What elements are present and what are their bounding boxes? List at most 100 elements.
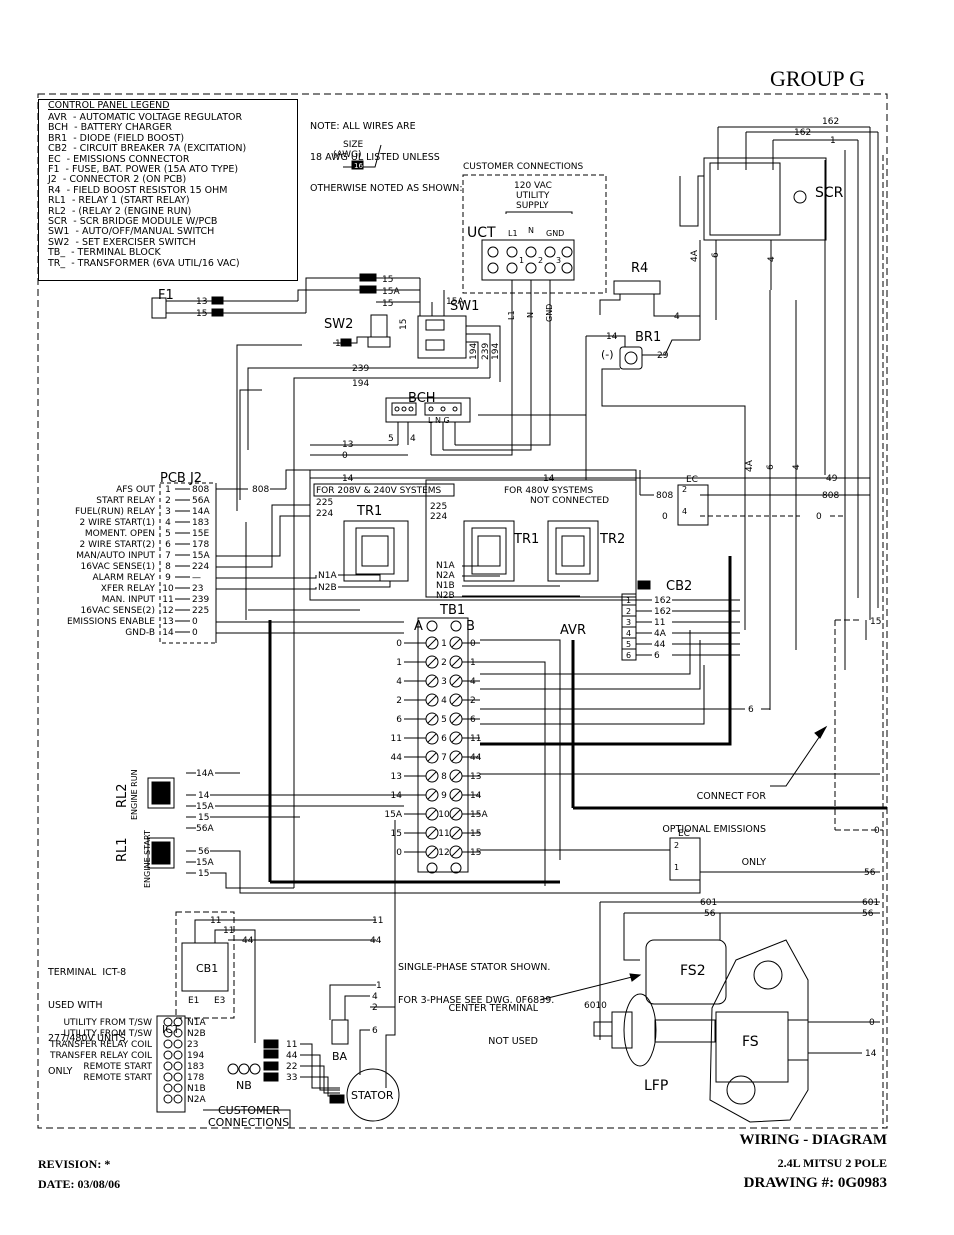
uct-term-num: 3 (556, 256, 561, 265)
wire-label: 44 (242, 936, 254, 946)
wire-label: 601 (700, 898, 717, 908)
tb1-right-wire: 44 (470, 753, 482, 763)
tb1-slot (427, 790, 437, 800)
cb2-pin: 5 (626, 640, 631, 649)
pcb-pin-wire: 224 (192, 562, 209, 572)
legend-title: CONTROL PANEL LEGEND (48, 100, 170, 111)
tb1-row-number: 2 (441, 658, 447, 668)
ict-screw (163, 1094, 173, 1104)
pcb-pin-number: 14 (162, 628, 174, 638)
wire-label: 11 (223, 926, 234, 936)
wire-label: 56A (196, 824, 214, 834)
wire-label: 6 (372, 1026, 378, 1036)
tb1-right-wire: 1 (470, 658, 476, 668)
wire-label: 0 (816, 512, 822, 522)
pcb-pin-number: 12 (162, 606, 173, 616)
tb1-left-wire: 6 (396, 715, 402, 725)
wire-label: 14 (198, 791, 210, 801)
ict-screw (173, 1028, 183, 1038)
pcb-pin-wire: 15A (192, 551, 210, 561)
footer-date: DATE: 03/08/06 (38, 1177, 121, 1191)
pcb-pin-wire: 23 (192, 584, 203, 594)
wire-label: 2 (372, 1003, 378, 1013)
uct-label: UCT (467, 225, 496, 241)
wire-label: 6010 (584, 1001, 607, 1011)
ict-row-wire: N2B (187, 1029, 206, 1039)
wire-label: N2A (436, 571, 455, 581)
supply-line: UTILITY (516, 191, 550, 201)
tb1-left-wire: 44 (391, 753, 403, 763)
ict-row-label: UTILITY FROM T/SW (63, 1018, 152, 1028)
wire-label: 15 (382, 299, 393, 309)
wire-label: 14 (865, 1049, 877, 1059)
fs2-label: FS2 (680, 963, 706, 979)
tb1-left-wire: 14 (391, 791, 403, 801)
size-value: 16 (354, 162, 363, 170)
pcb-pin-name: MAN. INPUT (102, 595, 156, 605)
lower-left: CB1 E1 E3 11 11 11 44 44 ICT UTILITY FRO… (49, 820, 396, 1129)
tb1-slot (451, 847, 461, 857)
tr1-label: TR1 (356, 504, 382, 519)
legend-item: SW2 - SET EXERCISER SWITCH (48, 236, 196, 248)
stator-note: SINGLE-PHASE STATOR SHOWN. FOR 3-PHASE S… (398, 940, 554, 1017)
ec-lower-label: EC (678, 829, 690, 839)
fuel-section: 601 601 56 56 FS2 FS 0 14 LFP 6010 (539, 898, 880, 1123)
tb1-left-wire: 11 (391, 734, 402, 744)
pcb-pin-name: MOMENT. OPEN (85, 529, 155, 539)
wire-label: 56 (704, 909, 716, 919)
legend-item: BR1 - DIODE (FIELD BOOST) (48, 132, 185, 144)
rl2-label: RL2 (115, 783, 130, 808)
ec-pin: 2 (674, 841, 679, 850)
tb1-slot (451, 771, 461, 781)
wire-note: NOTE: ALL WIRES ARE 18 AWG UL LISTED UNL… (310, 101, 463, 205)
customer-connections-uct: CUSTOMER CONNECTIONS 120 VAC UTILITY SUP… (462, 162, 607, 450)
ict-screw (173, 1094, 183, 1104)
ict-screw (163, 1028, 173, 1038)
ict-screw (163, 1072, 173, 1082)
ict8-note-line: ONLY (48, 1066, 73, 1077)
cust-conn-label: CUSTOMER (218, 1104, 281, 1117)
pcb-pin-number: 3 (165, 507, 171, 517)
note-line: OTHERWISE NOTED AS SHOWN: (310, 183, 463, 195)
wire-label: 0 (869, 1018, 875, 1028)
wire-label: 0 (662, 512, 668, 522)
ict-row-wire: N1B (187, 1084, 206, 1094)
tb1-right-wire: 13 (470, 772, 481, 782)
tb1-row-number: 9 (441, 791, 447, 801)
wire-label: 0 (874, 826, 880, 836)
wire-label: 1 (830, 136, 836, 146)
legend-item: J2 - CONNECTOR 2 (ON PCB) (48, 174, 187, 186)
ict-screw (173, 1072, 183, 1082)
wire-label: 239 (352, 364, 369, 374)
e3-label: E3 (214, 996, 225, 1006)
pcb-pin-wire: 178 (192, 540, 209, 550)
wire-label: 4 (674, 312, 680, 322)
ict-row-label: REMOTE START (83, 1062, 152, 1072)
ict-row-wire: 178 (187, 1073, 204, 1083)
wire-label: 44 (370, 936, 382, 946)
tb1-slot (427, 714, 437, 724)
tb1-left-wire: 0 (396, 848, 402, 858)
uct-term-label: L1 (508, 229, 518, 238)
uct-term-label: N (528, 226, 534, 235)
pcb-pin-number: 13 (162, 617, 173, 627)
emissions-note-text: CONNECT FOR OPTIONAL EMISSIONS ONLY (640, 769, 766, 879)
relays: RL2 ENGINE RUN RL1 ENGINE START 14A 14 1… (115, 620, 701, 894)
wire-label: 14 (606, 332, 618, 342)
pcb-pin-wire: 0 (192, 628, 198, 638)
wire-label: 4A (690, 249, 700, 262)
wire-label: 56 (862, 909, 874, 919)
wire-label: 49 (826, 474, 838, 484)
pcb-pin-name: EMISSIONS ENABLE (67, 617, 155, 627)
cb2-wire: 4A (654, 629, 667, 639)
wire-label: 44 (286, 1051, 298, 1061)
wire-label: 808 (656, 491, 673, 501)
wire-label: 15A (196, 802, 214, 812)
ec-label: EC (686, 475, 698, 485)
cust-conn-label: CONNECTIONS (208, 1116, 289, 1129)
cb2-pin: 4 (626, 629, 631, 638)
